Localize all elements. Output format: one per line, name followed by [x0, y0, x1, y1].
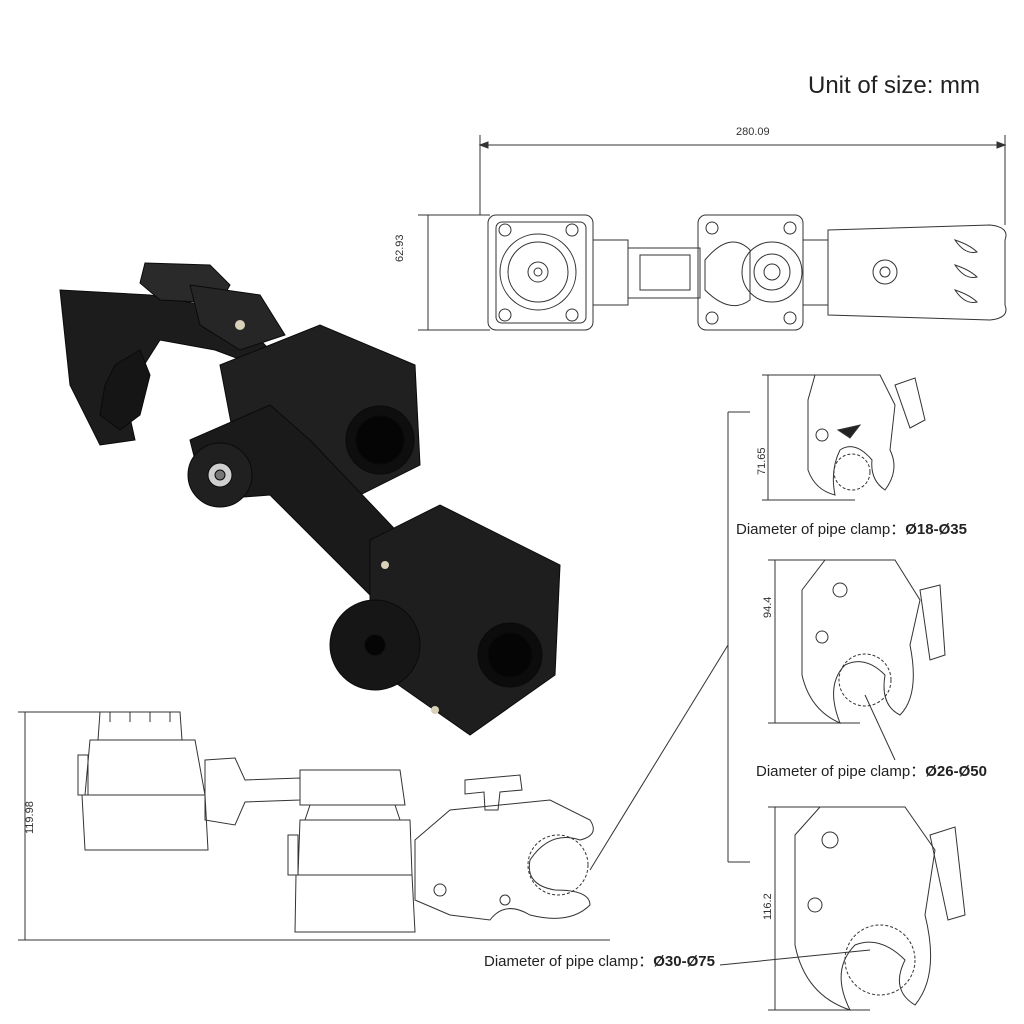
caption-large-range: Ø30-Ø75 — [653, 953, 715, 970]
caption-medium-range: Ø26-Ø50 — [925, 763, 987, 780]
caption-small-range: Ø18-Ø35 — [905, 521, 967, 538]
caption-medium: Diameter of pipe clamp：Ø26-Ø50 — [756, 760, 987, 781]
leader-line-medium — [864, 694, 896, 761]
side-view-drawing — [18, 711, 610, 941]
caption-large-text: Diameter of pipe clamp： — [484, 953, 654, 970]
caption-small-text: Diameter of pipe clamp： — [736, 521, 906, 538]
unit-label: Unit of size: mm — [808, 72, 981, 99]
leader-line-large — [720, 949, 871, 966]
clamp-large-drawing — [768, 806, 966, 1011]
caption-medium-text: Diameter of pipe clamp： — [756, 763, 926, 780]
clamp-bracket — [589, 411, 750, 871]
caption-large: Diameter of pipe clamp：Ø30-Ø75 — [484, 950, 715, 971]
top-view-drawing — [418, 135, 1007, 331]
clamp-small-height: 71.65 — [756, 447, 768, 475]
side-height-dimension: 119.98 — [24, 801, 36, 834]
product-photo — [59, 262, 561, 736]
clamp-small-drawing — [762, 374, 926, 501]
top-length-dimension: 280.09 — [736, 126, 770, 138]
caption-small: Diameter of pipe clamp：Ø18-Ø35 — [736, 518, 967, 539]
clamp-medium-drawing — [768, 559, 946, 724]
clamp-large-height: 116.2 — [762, 893, 774, 920]
top-height-dimension: 62.93 — [394, 234, 406, 262]
clamp-medium-height: 94.4 — [762, 596, 774, 618]
